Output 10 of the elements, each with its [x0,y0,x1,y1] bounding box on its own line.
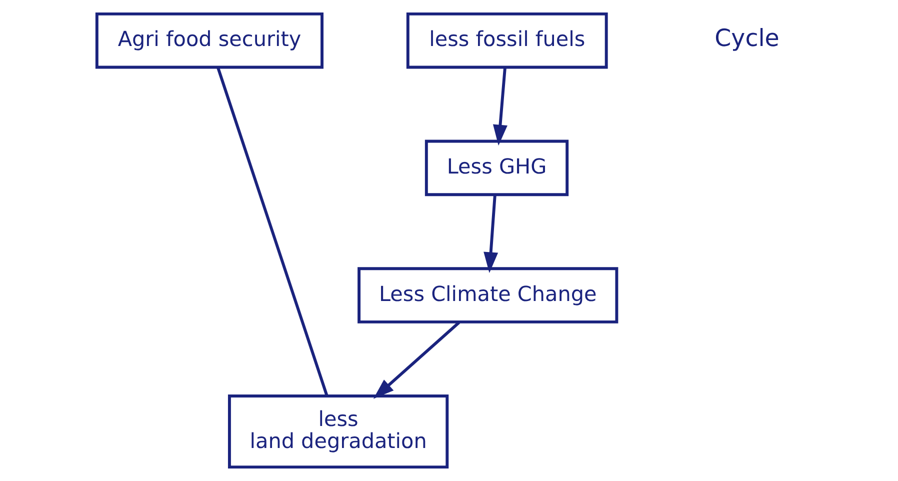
node-box: Less GHG [424,140,569,196]
node-box: less fossil fuels [406,12,608,69]
node-box: Less Climate Change [358,267,618,324]
arrow [484,195,498,273]
arrow [492,68,508,146]
node-box: less land degradation [228,394,449,469]
node-box: Agri food security [95,12,324,69]
label: Cycle [714,24,780,52]
arrow [373,321,460,399]
connector [216,67,328,396]
